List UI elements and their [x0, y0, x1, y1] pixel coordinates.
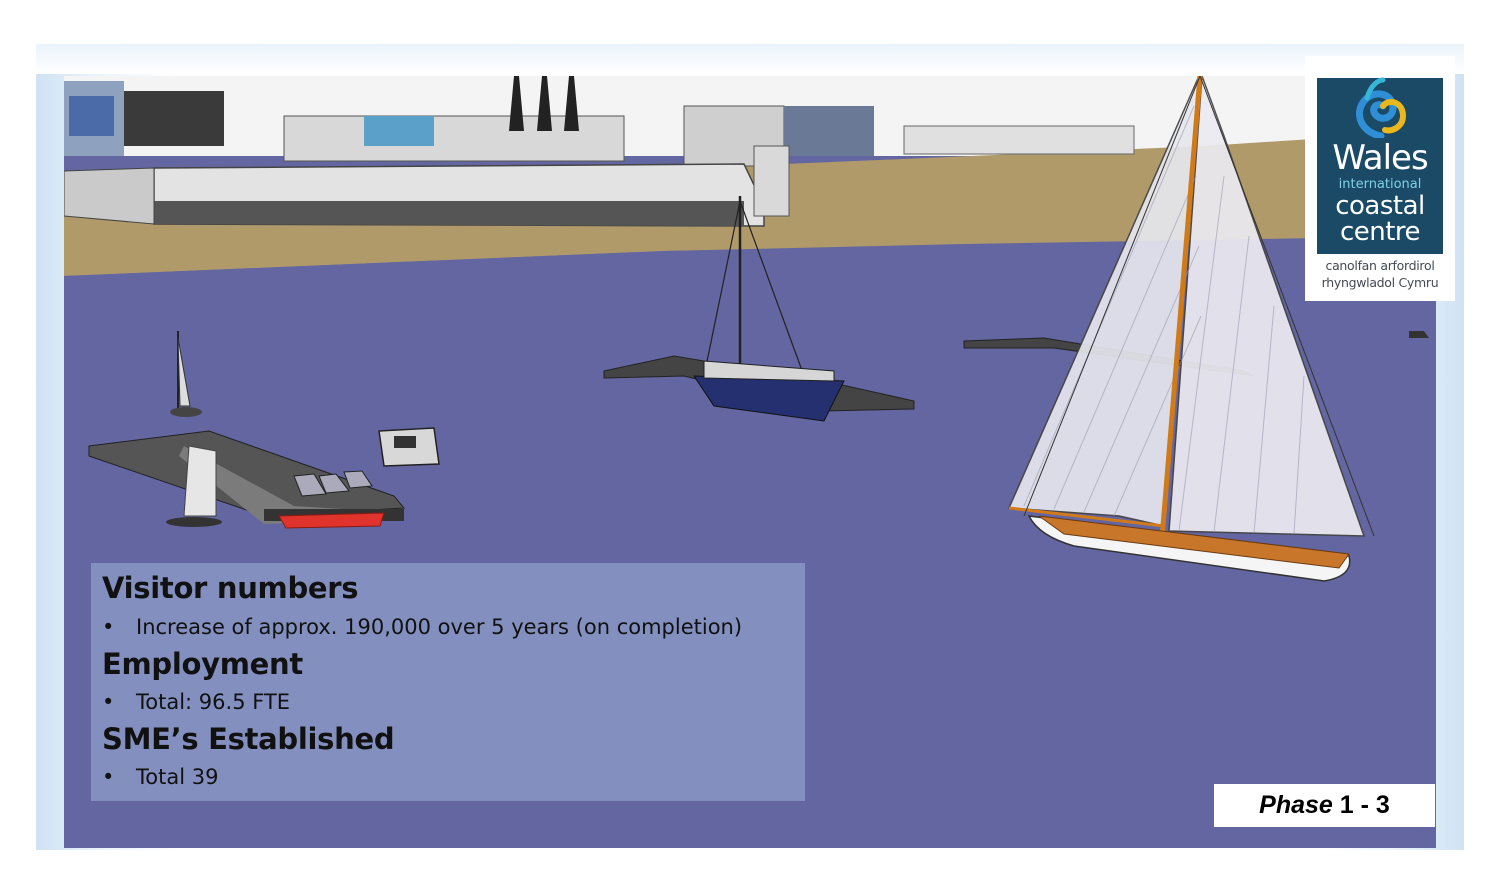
logo-wales-text: Wales: [1332, 138, 1428, 178]
logo-coastal-text: coastal: [1335, 191, 1425, 221]
key-figures-panel: Visitor numbers • Increase of approx. 190…: [91, 563, 805, 801]
sme-bullet: • Total 39: [102, 765, 218, 789]
logo-welsh-line-1: canolfan arfordirol: [1325, 258, 1435, 273]
harbour-render: [64, 76, 1436, 848]
phase-range: 1 - 3: [1339, 791, 1390, 819]
phase-label-box: Phase 1 - 3: [1214, 784, 1435, 827]
bullet-dot: •: [102, 690, 115, 714]
bullet-dot: •: [102, 615, 115, 639]
logo-centre-text: centre: [1339, 217, 1421, 247]
visitor-numbers-bullet: • Increase of approx. 190,000 over 5 year…: [102, 615, 742, 639]
visitor-numbers-text: Increase of approx. 190,000 over 5 years…: [136, 615, 743, 639]
sme-heading: SME’s Established: [102, 722, 395, 756]
swirl-icon: [1356, 77, 1407, 138]
logo-badge: Wales international coastal centre: [1317, 77, 1443, 254]
slide-frame-top: [36, 44, 1464, 74]
sme-text: Total 39: [136, 765, 219, 789]
employment-bullet: • Total: 96.5 FTE: [102, 690, 290, 714]
phase-word: Phase: [1259, 791, 1333, 819]
employment-text: Total: 96.5 FTE: [136, 690, 291, 714]
visitor-numbers-heading: Visitor numbers: [102, 571, 359, 605]
logo-welsh-line-2: rhyngwladol Cymru: [1321, 275, 1439, 290]
phase-label: Phase 1 - 3: [1214, 791, 1435, 820]
bullet-dot: •: [102, 765, 115, 789]
wales-coastal-centre-logo: Wales international coastal centre canol…: [1305, 56, 1455, 301]
employment-heading: Employment: [102, 647, 303, 681]
logo-international-text: international: [1338, 177, 1422, 192]
